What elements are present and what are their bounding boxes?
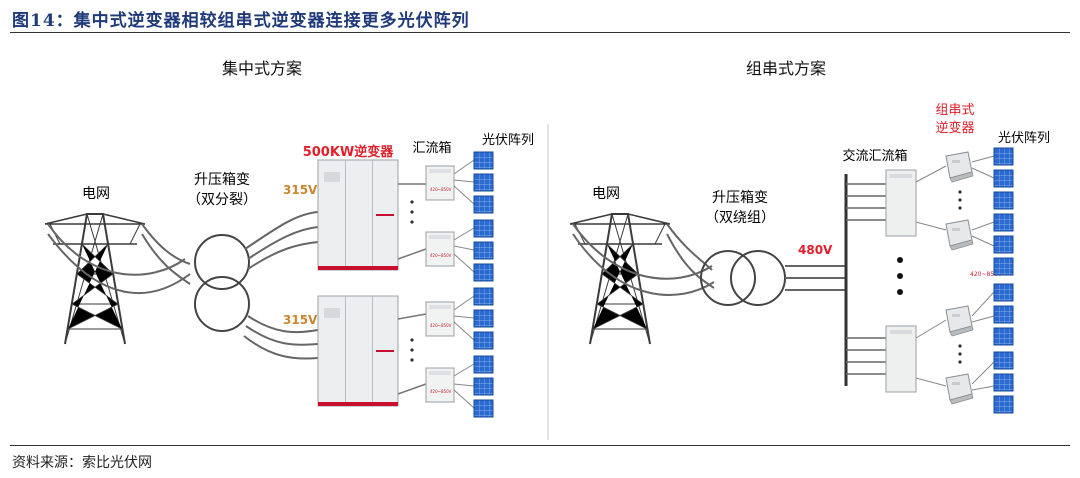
right-grid-label: 电网 <box>592 186 620 202</box>
left-voltage-top: 315V <box>283 183 318 197</box>
right-transformer-sub: （双绕组） <box>705 210 775 226</box>
left-transformer-sub: （双分裂） <box>187 192 257 208</box>
ac-combiner-bottom <box>885 325 917 393</box>
right-bus-feeders <box>846 183 886 375</box>
combiner-box-icon <box>425 301 455 337</box>
combiner-box-icon <box>425 231 455 267</box>
left-pv-label: 光伏阵列 <box>482 133 534 148</box>
left-ellipsis-dots <box>410 200 414 362</box>
left-transformer-icon <box>194 234 250 332</box>
string-inverter-icon <box>945 219 974 251</box>
top-rule <box>10 32 1070 33</box>
right-pv-lines <box>971 155 995 391</box>
right-transformer-label: 升压箱变 <box>712 190 768 206</box>
string-inverter-icon <box>945 305 974 337</box>
right-scheme-title: 组串式方案 <box>746 59 826 78</box>
right-voltage: 480V <box>798 243 833 257</box>
string-scheme: 组串式方案 电网 升压箱变 （双绕组） 480V <box>569 59 1050 414</box>
string-inverter-label-1: 组串式 <box>935 103 974 118</box>
ac-combiner-top <box>885 169 917 237</box>
left-dc-lines <box>397 183 427 395</box>
central-inverter-top <box>317 159 399 271</box>
left-ac-lines <box>243 211 319 360</box>
source-note: 资料来源：索比光伏网 <box>12 455 152 471</box>
left-voltage-bottom: 315V <box>283 313 318 327</box>
figure-title: 图14：集中式逆变器相较组串式逆变器连接更多光伏阵列 <box>12 11 470 31</box>
left-combiner-label: 汇流箱 <box>412 140 451 156</box>
central-inverter-bottom <box>317 295 399 407</box>
ac-combiner-label: 交流汇流箱 <box>842 148 907 164</box>
string-inverter-icon <box>945 151 974 183</box>
left-grid-lines <box>47 223 191 294</box>
right-ac-lines <box>785 265 845 291</box>
combiner-box-icon <box>425 165 455 201</box>
string-inverter-icon <box>945 373 974 405</box>
right-dc-range: 420~850V <box>970 271 1003 278</box>
combiner-box-icon <box>425 367 455 403</box>
string-inverter-label-2: 逆变器 <box>935 120 974 136</box>
diagram-canvas: 420~850V 集中式方案 电网 <box>44 59 1050 440</box>
left-transformer-label: 升压箱变 <box>194 172 250 188</box>
left-pv-array <box>473 151 494 418</box>
right-pv-array <box>993 147 1014 414</box>
right-inv-dots <box>958 190 962 364</box>
left-grid-label: 电网 <box>82 186 110 202</box>
right-middle-dots <box>897 257 903 295</box>
right-pv-label: 光伏阵列 <box>998 131 1050 146</box>
right-inv-lines <box>915 165 947 387</box>
bottom-rule <box>10 445 1070 446</box>
right-grid-lines <box>572 223 715 296</box>
left-scheme-title: 集中式方案 <box>222 59 302 78</box>
centralized-scheme: 集中式方案 电网 升压箱变 （双分裂） 315V <box>44 59 534 418</box>
right-transformer-icon <box>700 250 786 306</box>
left-pv-lines <box>453 159 475 409</box>
left-inverter-label: 500KW逆变器 <box>303 144 395 160</box>
